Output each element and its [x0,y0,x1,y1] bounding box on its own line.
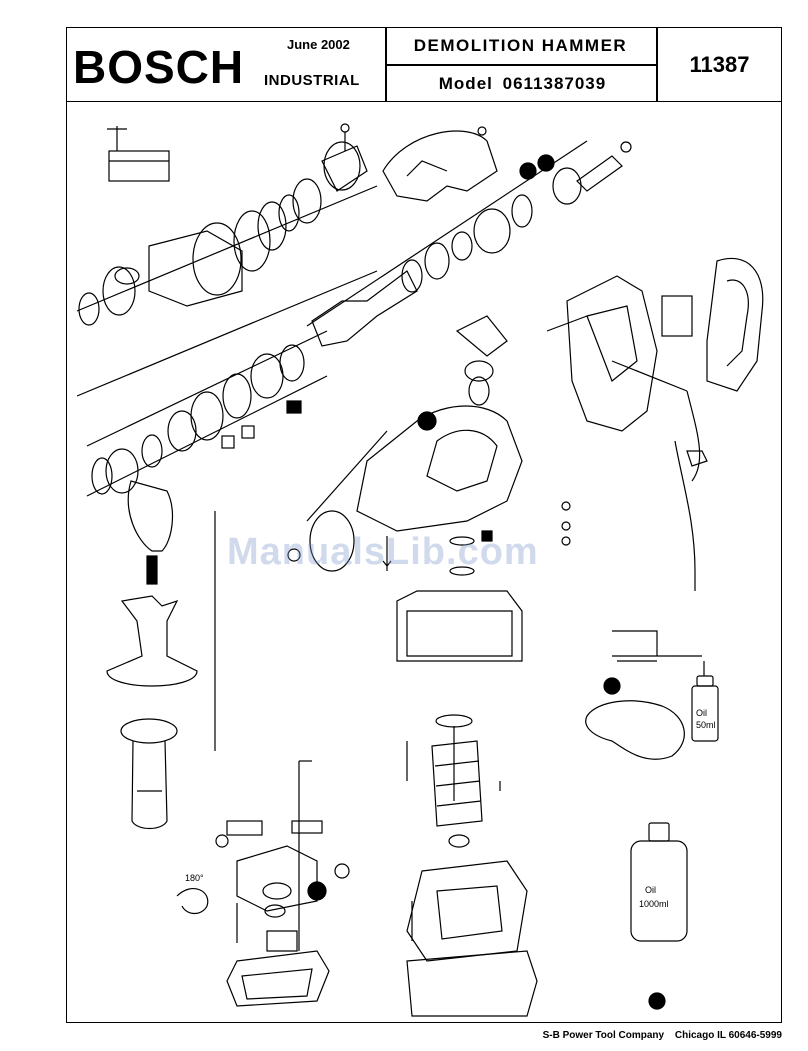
model-line: Model 0611387039 [385,74,656,94]
exploded-view-drawing: Oil 50ml Oil 1000ml 180° ManualsLib.com [67,101,781,1022]
model-label: Model [438,74,493,93]
division-label: INDUSTRIAL [264,72,360,89]
company-name: S-B Power Tool Company [542,1030,665,1041]
gear-housing-cover [382,126,498,202]
header-divider [385,64,656,66]
issue-date: June 2002 [287,37,350,52]
watermark: ManualsLib.com [227,531,539,573]
armature [406,714,501,848]
sheet-header: BOSCH June 2002 INDUSTRIAL DEMOLITION HA… [67,28,781,102]
part-number: 11387 [689,52,750,77]
motor-field-housing [406,860,538,1017]
tool-holder-assembly [76,123,378,397]
piston-assembly [306,140,632,347]
angle-label: 180° [185,873,204,883]
oil-small-volume: 50ml [696,720,716,730]
brand-logo: BOSCH [73,41,245,93]
main-housing [287,315,523,576]
oil-small-label: Oil [696,708,707,718]
parts-sheet: BOSCH June 2002 INDUSTRIAL DEMOLITION HA… [66,27,782,1023]
header-divider [656,28,658,101]
product-title: DEMOLITION HAMMER [413,36,628,55]
oil-large-volume: 1000ml [639,899,669,909]
exploded-view-svg: Oil 50ml Oil 1000ml 180° [76,123,764,1017]
brush-holder-assembly [176,760,350,1007]
oil-large-label: Oil [645,885,656,895]
rear-handle-assembly [546,257,764,591]
auxiliary-handle [106,480,216,830]
bearing-ring-set [86,330,328,497]
motor-housing-cover [396,590,523,662]
footer: S-B Power Tool Company Chicago IL 60646-… [543,1030,782,1041]
service-kit [585,630,719,1010]
model-number: 0611387039 [502,74,607,93]
company-address: Chicago IL 60646-5999 [674,1030,782,1041]
